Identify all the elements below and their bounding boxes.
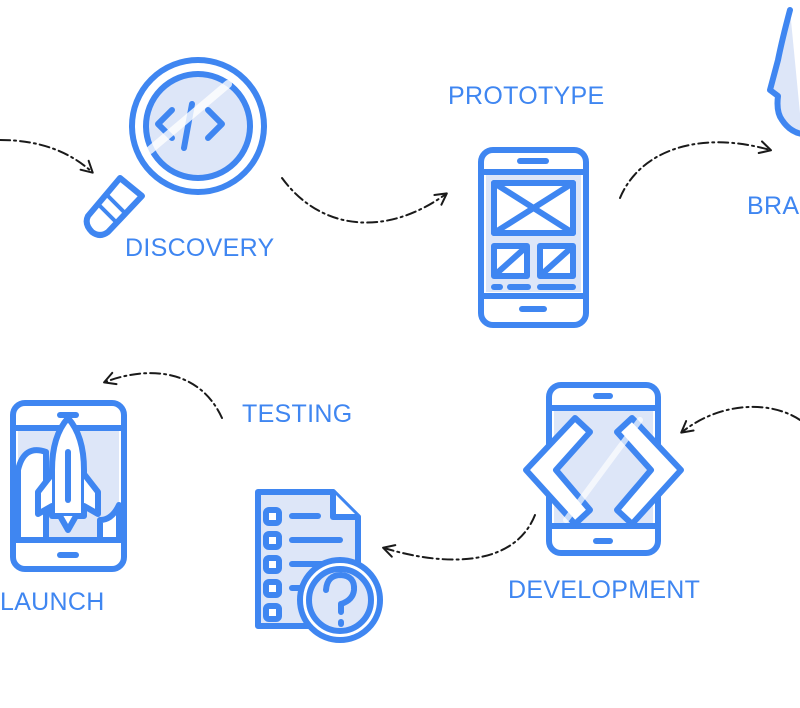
step-label-branding: BRA bbox=[747, 192, 800, 220]
step-label-testing: TESTING bbox=[242, 400, 353, 428]
step-label-prototype: PROTOTYPE bbox=[448, 82, 605, 110]
magnifier-code-icon bbox=[83, 57, 267, 238]
connector-discovery-to-prototype bbox=[281, 177, 448, 224]
step-label-development: DEVELOPMENT bbox=[508, 576, 701, 604]
tablet-code-icon bbox=[523, 382, 684, 556]
head-profile-icon bbox=[767, 7, 800, 137]
document-question-icon bbox=[255, 489, 383, 643]
connector-testing-to-launch bbox=[103, 371, 223, 419]
phone-wireframe-icon bbox=[478, 147, 589, 328]
connector-entry-to-discovery bbox=[0, 139, 94, 174]
connector-right-to-development bbox=[680, 405, 800, 434]
connector-development-to-testing bbox=[382, 514, 536, 561]
tablet-rocket-icon bbox=[10, 400, 127, 572]
connector-prototype-to-branding bbox=[619, 140, 772, 199]
step-label-launch: LAUNCH bbox=[0, 588, 105, 616]
step-label-discovery: DISCOVERY bbox=[125, 234, 275, 262]
